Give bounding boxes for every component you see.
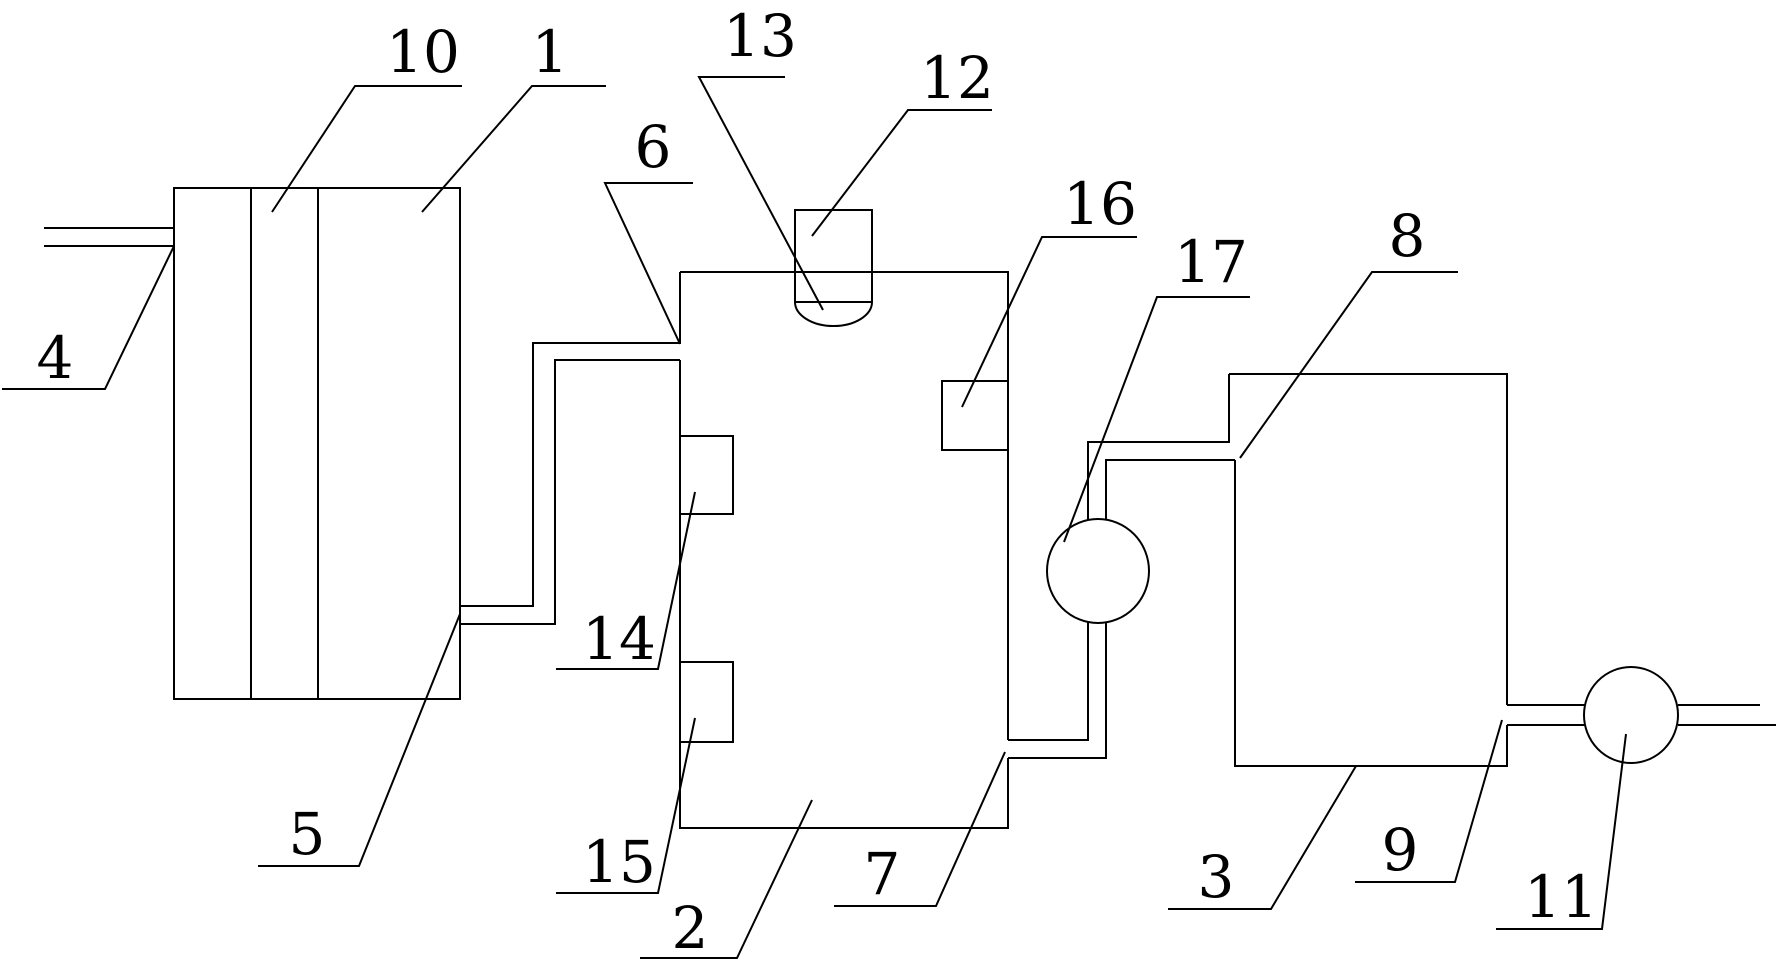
top-unit-12: [794, 209, 873, 303]
label-4: 4: [37, 324, 74, 392]
label-2: 2: [672, 894, 709, 959]
label-6: 6: [635, 113, 672, 181]
box-14: [679, 435, 734, 515]
label-11: 11: [1524, 863, 1598, 931]
label-5: 5: [289, 800, 326, 868]
label-12: 12: [920, 44, 994, 112]
pipe-7: [1008, 374, 1235, 759]
label-3: 3: [1198, 843, 1235, 911]
dome-13: [794, 301, 873, 327]
label-8: 8: [1389, 202, 1426, 270]
label-15: 15: [582, 828, 656, 896]
pump-17: [1046, 518, 1150, 624]
label-17: 17: [1174, 228, 1248, 296]
inlet-pipe-4: [44, 227, 174, 247]
label-13: 13: [723, 2, 797, 70]
outlet-pipe-9: [1507, 704, 1776, 726]
tank-1: [173, 187, 461, 700]
label-14: 14: [582, 605, 656, 673]
box-15: [679, 661, 734, 743]
pipe-5: [460, 272, 681, 625]
pump-11: [1583, 666, 1679, 764]
vessel-2: [679, 271, 1009, 829]
label-16: 16: [1063, 170, 1137, 238]
label-9: 9: [1382, 816, 1419, 884]
label-10: 10: [386, 18, 460, 86]
label-7: 7: [864, 840, 901, 908]
tank-3: [1229, 373, 1508, 767]
label-1: 1: [532, 18, 569, 86]
box-16: [941, 380, 1009, 451]
leader-lines: [2, 76, 1627, 959]
